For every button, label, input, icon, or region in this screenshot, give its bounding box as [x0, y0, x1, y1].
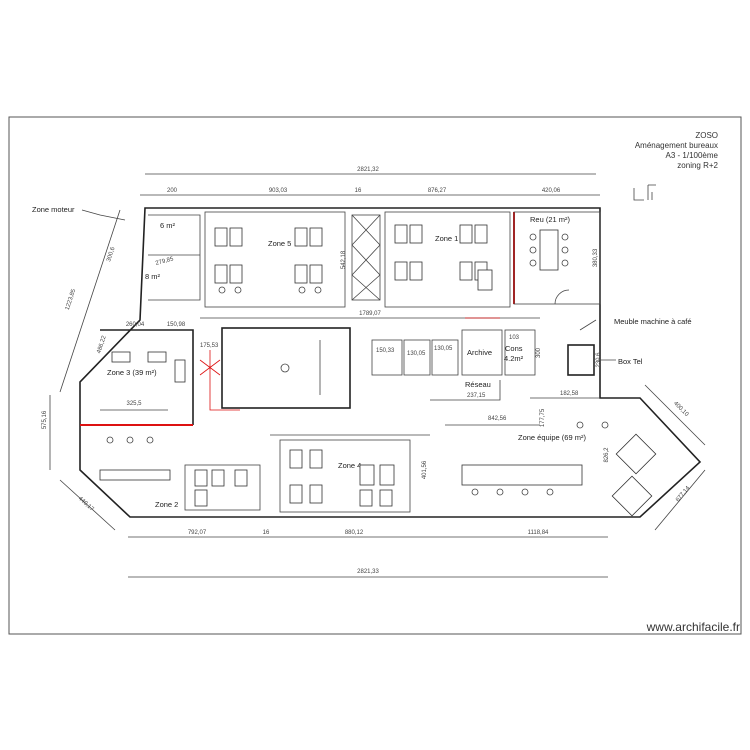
- dim-left-diag1: 1223,85: [65, 288, 78, 311]
- dim-eq-d1: 182,58: [560, 391, 579, 397]
- dim-wc1: 150,33: [376, 348, 395, 354]
- dim-wc3: 130,05: [434, 346, 453, 352]
- dim-bk2: 300,6: [106, 246, 117, 263]
- dim-top-seg2: 903,03: [269, 188, 288, 194]
- zone-equipe-desks: [461, 421, 609, 496]
- label-zone1: Zone 1: [435, 234, 458, 243]
- zone3-desks: [111, 351, 186, 383]
- dim-top-total: 2821,32: [357, 167, 379, 173]
- dim-zone4-h: 401,56: [422, 460, 428, 479]
- dim-top-seg3: 16: [355, 188, 362, 194]
- label-room6: 6 m²: [160, 221, 176, 230]
- dim-top-seg5: 420,06: [542, 188, 561, 194]
- zone4-desks: [289, 449, 395, 507]
- reu-area: [513, 211, 601, 305]
- dim-bottom-seg4: 1118,84: [528, 530, 549, 536]
- dim-reseau-w: 237,15: [467, 393, 486, 399]
- dim-zone3-w2: 150,98: [167, 322, 186, 328]
- dim-bottom-seg1: 792,07: [188, 530, 207, 536]
- red-partition: [199, 350, 240, 411]
- dim-right-mid: 826,2: [604, 447, 610, 463]
- sheet-subtitle: Aménagement bureaux: [635, 141, 718, 150]
- label-reseau: Réseau: [465, 380, 491, 389]
- dim-top-seg4: 876,27: [428, 188, 447, 194]
- sofas: [611, 433, 657, 517]
- dim-left-low: 575,16: [42, 410, 48, 429]
- watermark: www.archifacile.fr: [646, 620, 740, 634]
- dim-left-diag2: 486,22: [96, 334, 108, 354]
- sheet-border: [8, 116, 742, 635]
- label-zone3: Zone 3 (39 m²): [107, 368, 157, 377]
- label-zone4: Zone 4: [338, 461, 361, 470]
- zone1-desks: [394, 224, 493, 291]
- zone5-area: [204, 211, 346, 308]
- label-archive: Archive: [467, 348, 492, 357]
- outer-wall: [79, 207, 702, 518]
- dim-bottom-seg2: 16: [263, 530, 270, 536]
- zone5-desks: [214, 227, 323, 294]
- zone2-desks: [99, 436, 248, 507]
- dim-zone3-w: 260,04: [126, 322, 145, 328]
- dim-103: 103: [509, 335, 520, 341]
- sheet-zoning: zoning R+2: [677, 161, 718, 170]
- dim-wc2: 130,05: [407, 351, 426, 357]
- label-zone-equipe: Zone équipe (69 m²): [518, 433, 586, 442]
- label-zone-moteur: Zone moteur: [32, 205, 75, 214]
- dim-zone3-h: 175,53: [200, 343, 219, 349]
- sheet-title: ZOSO: [695, 131, 718, 140]
- central-block: [221, 327, 351, 409]
- dim-eq-h: 177,75: [540, 408, 546, 427]
- label-cons: Cons: [505, 344, 523, 353]
- dim-300: 300: [536, 347, 542, 358]
- north-arrow-icon: [633, 184, 656, 201]
- sheet-scale: A3 - 1/100ème: [666, 151, 719, 160]
- dim-eq-w: 842,56: [488, 416, 507, 422]
- dim-right-top: 400,10: [672, 401, 690, 419]
- dim-right-low: 677,14: [675, 485, 692, 503]
- dim-zone5-h: 542,18: [341, 250, 347, 269]
- zone2-area: [184, 464, 261, 511]
- label-zone5: Zone 5: [268, 239, 291, 248]
- label-reu: Reu (21 m²): [530, 215, 571, 224]
- zone4-area: [279, 439, 411, 513]
- dim-bottom-total: 2821,33: [357, 569, 379, 575]
- dim-reu-h: 380,33: [593, 248, 599, 267]
- label-cons-area: 4.2m²: [504, 354, 524, 363]
- storage-shelves: [351, 214, 381, 301]
- zone3-wall: [100, 329, 194, 425]
- zone1-area: [384, 211, 511, 308]
- dim-corridor: 1789,07: [359, 311, 381, 317]
- label-zone2: Zone 2: [155, 500, 178, 509]
- dim-bk1: 279,85: [155, 256, 175, 267]
- dim-box: 230,6: [596, 352, 602, 368]
- box-tel: [567, 344, 595, 376]
- dim-zone3-bottom: 325,5: [126, 401, 142, 407]
- label-box-tel: Box Tel: [618, 357, 643, 366]
- dim-bottom-seg3: 880,12: [345, 530, 364, 536]
- wc-blocks: [371, 339, 459, 376]
- dim-top-seg1: 200: [167, 188, 178, 194]
- label-room8: 8 m²: [145, 272, 161, 281]
- label-meuble-cafe: Meuble machine à café: [614, 317, 692, 326]
- dim-left-bottom: 440,17: [77, 496, 95, 513]
- meeting-table: [529, 229, 569, 271]
